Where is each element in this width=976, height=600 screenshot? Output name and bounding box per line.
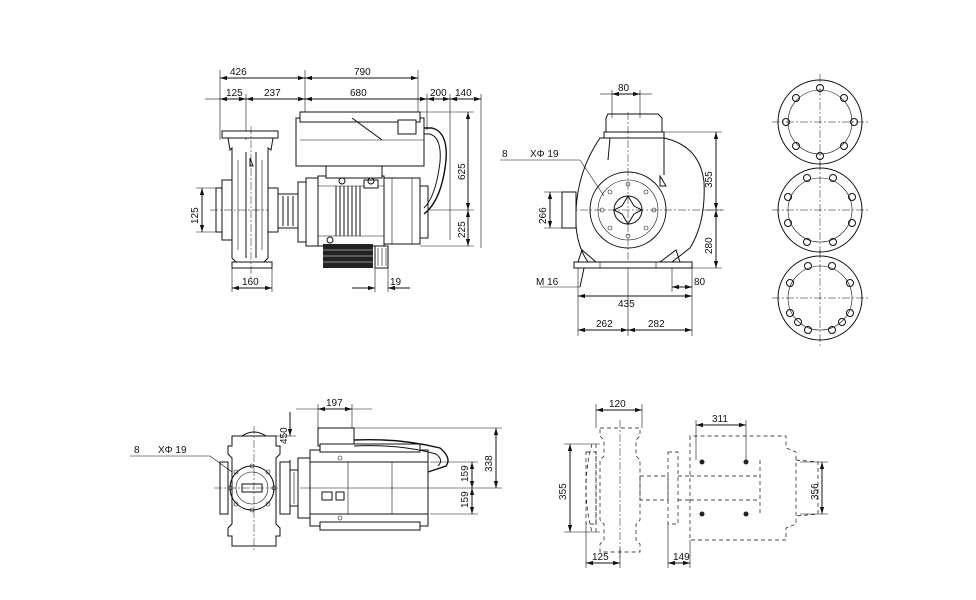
dim-125: 125 [592, 552, 609, 563]
flange-views [772, 74, 868, 346]
dim-197: 197 [326, 398, 343, 409]
dim-426: 426 [230, 67, 247, 78]
hole-count: 8 [502, 149, 508, 160]
dim-125: 125 [226, 88, 243, 99]
dim-680: 680 [350, 88, 367, 99]
dim-237: 237 [264, 88, 281, 99]
dim-80: 80 [618, 83, 630, 94]
side-view: 426 790 125 237 680 200 140 625 225 125 … [190, 67, 482, 292]
dim-311: 311 [712, 414, 728, 425]
dim-266: 266 [538, 207, 549, 224]
dim-120: 120 [609, 399, 626, 410]
dim-790: 790 [354, 67, 371, 78]
dim-356: 356 [810, 483, 821, 500]
dim-125-vertical: 125 [190, 207, 201, 224]
dim-338: 338 [484, 455, 495, 472]
hole-diameter: XΦ 19 [530, 149, 559, 160]
hole-diameter: XΦ 19 [158, 445, 187, 456]
dim-149: 149 [673, 552, 690, 563]
dim-140: 140 [455, 88, 472, 99]
dim-225: 225 [457, 221, 468, 238]
base-view: 120 311 355 356 125 149 [558, 399, 828, 568]
dim-355: 355 [704, 171, 715, 188]
dim-280: 280 [704, 237, 715, 254]
flange-bottom [772, 250, 868, 346]
dim-262: 262 [596, 319, 613, 330]
dim-625: 625 [457, 163, 468, 180]
thread-m16: M 16 [536, 277, 559, 288]
dim-80-foot: 80 [694, 277, 706, 288]
dim-450: 450 [279, 427, 290, 444]
flange-top [772, 74, 868, 170]
plan-view: 197 450 338 159 159 8 XΦ 19 [130, 398, 502, 552]
dim-355: 355 [558, 483, 569, 500]
dim-435: 435 [618, 299, 635, 310]
dim-159-lower: 159 [460, 491, 471, 508]
flange-middle [772, 162, 868, 258]
front-view: 80 8 XΦ 19 355 266 280 M 16 435 80 262 2… [500, 83, 724, 336]
dim-160: 160 [242, 277, 259, 288]
hole-count: 8 [134, 445, 140, 456]
dim-200: 200 [430, 88, 447, 99]
dim-19: 19 [390, 277, 402, 288]
dim-282: 282 [648, 319, 665, 330]
dim-159-upper: 159 [460, 465, 471, 482]
